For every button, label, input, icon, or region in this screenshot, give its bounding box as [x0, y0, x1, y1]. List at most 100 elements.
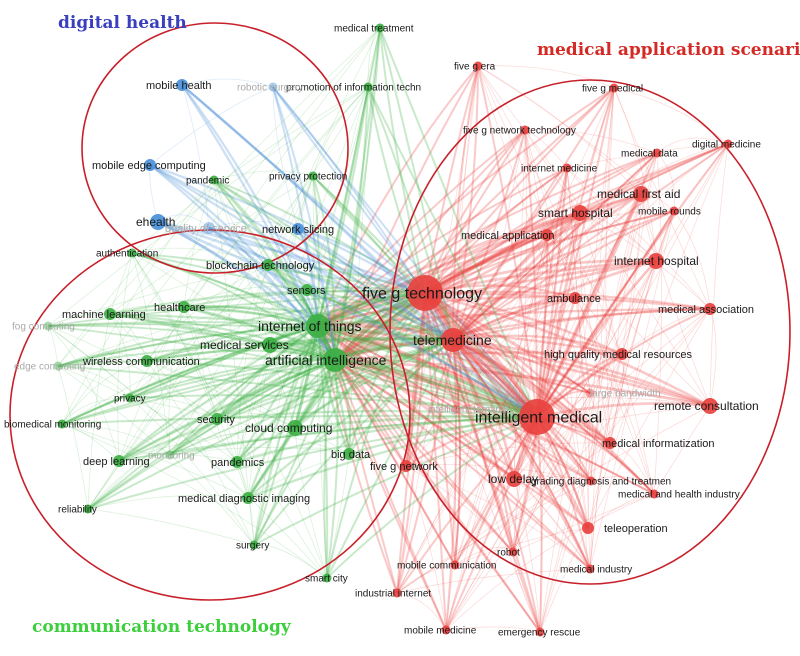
node-dot[interactable]	[176, 79, 188, 91]
node-dot[interactable]	[586, 476, 596, 486]
node-dot[interactable]	[57, 419, 67, 429]
node-dot[interactable]	[569, 292, 581, 304]
node-dot[interactable]	[113, 455, 125, 467]
node-fog-computing[interactable]: fog computing	[12, 321, 75, 333]
node-dot[interactable]	[43, 321, 53, 331]
node-privacy[interactable]: privacy	[114, 393, 146, 405]
node-dot[interactable]	[450, 560, 460, 570]
node-internet-hospital[interactable]: internet hospital	[614, 253, 699, 269]
node-dot[interactable]	[249, 540, 259, 550]
node-five-g-medical[interactable]: five g medical	[582, 83, 643, 95]
node-dot[interactable]	[652, 148, 662, 158]
node-dot[interactable]	[585, 564, 595, 574]
node-dot[interactable]	[473, 61, 483, 71]
node-dot[interactable]	[292, 223, 304, 235]
node-dot[interactable]	[104, 308, 116, 320]
node-dot[interactable]	[322, 573, 332, 583]
node-wireless-communication[interactable]: wireless communication	[82, 355, 200, 368]
node-dot[interactable]	[306, 314, 330, 338]
node-dot[interactable]	[649, 489, 659, 499]
node-medical-health-industry[interactable]: medical and health industry	[618, 489, 740, 501]
node-dot[interactable]	[262, 259, 274, 271]
node-dot[interactable]	[519, 399, 555, 435]
node-dot[interactable]	[83, 504, 93, 514]
node-dot[interactable]	[268, 82, 278, 92]
node-dot[interactable]	[702, 398, 718, 414]
node-dot[interactable]	[308, 171, 318, 181]
node-dot[interactable]	[203, 222, 215, 234]
node-mobile-rounds[interactable]: mobile rounds	[638, 206, 701, 218]
node-intelligent-terminal[interactable]: intelligent terminal	[428, 404, 509, 416]
node-big-data[interactable]: big data	[331, 448, 371, 461]
node-five-g-network-technology[interactable]: five g network technology	[463, 125, 576, 137]
node-medical-informatization[interactable]: medical informatization	[602, 437, 715, 450]
node-remote-consultation[interactable]: remote consultation	[654, 398, 759, 414]
node-five-g-era[interactable]: five g era	[454, 61, 496, 73]
node-dot[interactable]	[141, 355, 153, 367]
node-dot[interactable]	[125, 393, 135, 403]
node-dot[interactable]	[541, 229, 553, 241]
node-dot[interactable]	[582, 522, 594, 534]
node-mobile-communication[interactable]: mobile communication	[397, 560, 497, 572]
node-network-slicing[interactable]: network slicing	[262, 223, 334, 236]
node-dot[interactable]	[648, 253, 664, 269]
node-dot[interactable]	[572, 205, 588, 221]
node-dot[interactable]	[400, 460, 412, 472]
node-high-quality[interactable]: high quality medical resources	[544, 348, 692, 361]
node-authentication[interactable]: authentication	[96, 248, 158, 260]
node-dot[interactable]	[609, 83, 619, 93]
node-dot[interactable]	[262, 337, 278, 353]
node-privacy-protection[interactable]: privacy protection	[269, 171, 347, 183]
node-reliability[interactable]: reliability	[58, 504, 97, 516]
node-industrial-internet[interactable]: industrial internet	[355, 588, 431, 600]
node-medical-application[interactable]: medical application	[461, 229, 555, 242]
node-cloud-computing[interactable]: cloud computing	[245, 420, 332, 436]
node-grading-diagnosis[interactable]: grading diagnosis and treatmen	[531, 476, 671, 488]
node-surgery[interactable]: surgery	[236, 540, 269, 552]
node-dot[interactable]	[451, 404, 461, 414]
node-dot[interactable]	[323, 348, 347, 372]
node-mobile-medicine[interactable]: mobile medicine	[404, 625, 477, 637]
node-biomedical-monitoring[interactable]: biomedical monitoring	[4, 419, 101, 431]
node-artificial-intelligence[interactable]: artificial intelligence	[265, 348, 387, 372]
node-blockchain-technology[interactable]: blockchain technology	[206, 259, 315, 272]
node-medical-services[interactable]: medical services	[200, 337, 289, 353]
node-medical-industry[interactable]: medical industry	[560, 564, 632, 576]
node-low-delay[interactable]: low delay	[488, 471, 538, 487]
node-dot[interactable]	[242, 492, 254, 504]
node-robotic-surgery[interactable]: robotic surgery	[237, 82, 303, 94]
node-emergency-rescue[interactable]: emergency rescue	[498, 627, 581, 639]
node-smart-city[interactable]: smart city	[305, 573, 348, 585]
node-dot[interactable]	[165, 450, 175, 460]
node-dot[interactable]	[209, 175, 219, 185]
node-deep-learning[interactable]: deep learning	[83, 455, 150, 468]
node-dot[interactable]	[535, 627, 545, 637]
node-mobile-health[interactable]: mobile health	[146, 79, 211, 92]
node-dot[interactable]	[178, 301, 190, 313]
node-smart-hospital[interactable]: smart hospital	[538, 205, 613, 221]
node-healthcare[interactable]: healthcare	[154, 301, 205, 314]
node-dot[interactable]	[375, 23, 385, 33]
node-pandemic[interactable]: pandemic	[186, 175, 229, 187]
node-dot[interactable]	[508, 547, 518, 557]
node-dot[interactable]	[616, 348, 628, 360]
node-dot[interactable]	[211, 413, 223, 425]
node-dot[interactable]	[343, 448, 355, 460]
node-dot[interactable]	[150, 214, 166, 230]
node-large-bandwidth[interactable]: large bandwidth	[585, 388, 661, 400]
node-dot[interactable]	[392, 588, 402, 598]
node-dot[interactable]	[723, 139, 733, 149]
node-dot[interactable]	[144, 159, 156, 171]
node-intelligent-medical[interactable]: intelligent medical	[475, 399, 602, 435]
node-medical-treatment[interactable]: medical treatment	[334, 23, 414, 35]
node-dot[interactable]	[287, 420, 303, 436]
node-dot[interactable]	[127, 248, 137, 258]
node-dot[interactable]	[231, 456, 243, 468]
node-pandemics[interactable]: pandemics	[211, 456, 265, 469]
node-edge-computing[interactable]: edge computing	[14, 361, 85, 373]
node-security[interactable]: security	[197, 413, 235, 426]
node-dot[interactable]	[520, 125, 530, 135]
node-dot[interactable]	[604, 437, 616, 449]
node-dot[interactable]	[301, 284, 313, 296]
node-five-g-technology[interactable]: five g technology	[362, 275, 482, 311]
